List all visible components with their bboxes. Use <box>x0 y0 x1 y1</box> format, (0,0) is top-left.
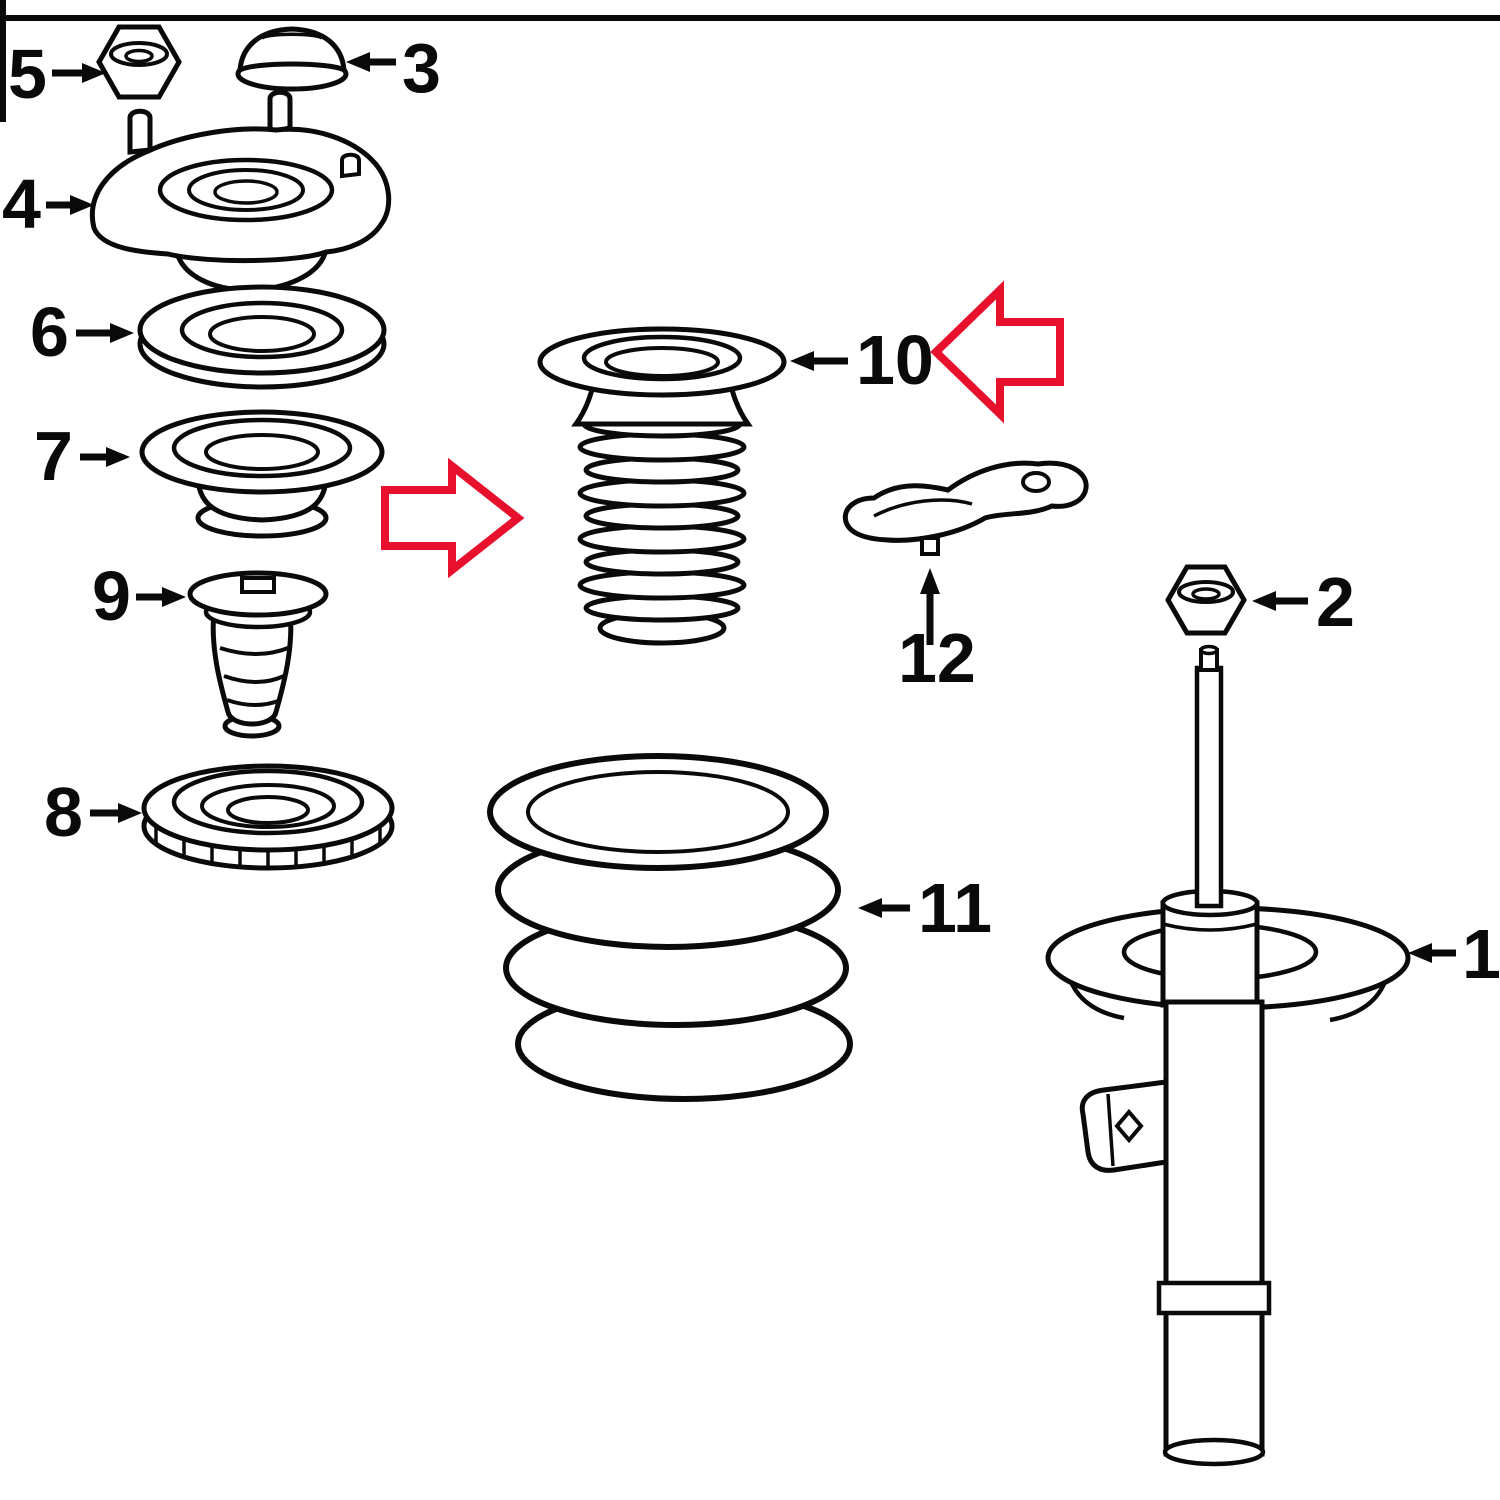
callout-arrow-12 <box>920 568 940 594</box>
part-11-coil-spring <box>487 753 853 1102</box>
callout-label-4: 4 <box>2 165 41 243</box>
strut-collar-ring <box>1156 1280 1272 1316</box>
mount-stud <box>127 108 153 155</box>
callout-2: 2 <box>1252 563 1355 641</box>
callout-4: 4 <box>2 165 94 243</box>
part-2-hex-nut <box>1165 564 1247 636</box>
callout-arrow-11 <box>858 898 882 918</box>
callout-arrow-10 <box>790 351 814 371</box>
red-arrow-pointing-left-icon <box>930 280 1064 424</box>
callout-12: 12 <box>898 568 976 697</box>
part-10-dust-boot <box>537 326 787 646</box>
strut-piston-rod <box>1194 665 1224 909</box>
callout-arrow-2 <box>1252 591 1276 611</box>
callout-label-6: 6 <box>30 293 69 371</box>
bump-stop-slot <box>240 576 276 594</box>
callout-arrow-6 <box>110 323 134 343</box>
bracket-hole <box>1021 471 1051 493</box>
mount-stud <box>267 89 293 136</box>
part-9-bump-stop <box>187 570 329 739</box>
part-4-upper-strut-mount <box>90 89 392 293</box>
callout-10: 10 <box>790 321 934 399</box>
callout-5: 5 <box>8 35 106 113</box>
callout-6: 6 <box>30 293 134 371</box>
callout-9: 9 <box>92 557 186 635</box>
callout-label-11: 11 <box>918 869 992 947</box>
strut-bracket-hole <box>1114 1108 1144 1144</box>
part-5-hex-nut <box>96 24 182 100</box>
callout-label-8: 8 <box>44 773 83 851</box>
callout-label-10: 10 <box>856 321 934 399</box>
part-8-spring-seat-plate <box>141 763 395 871</box>
callout-label-9: 9 <box>92 557 131 635</box>
callout-11: 11 <box>858 869 992 947</box>
callout-label-5: 5 <box>8 35 47 113</box>
callout-label-12: 12 <box>898 619 976 697</box>
callout-arrow-3 <box>346 52 370 72</box>
callout-1: 1 <box>1408 915 1500 993</box>
callout-arrow-1 <box>1408 943 1432 963</box>
part-6-mount-bearing <box>137 284 387 390</box>
callout-arrow-4 <box>70 195 94 215</box>
red-arrow-pointing-right-icon <box>381 457 525 579</box>
callout-3: 3 <box>346 29 441 107</box>
mount-bolt <box>340 152 361 179</box>
callout-label-2: 2 <box>1316 563 1355 641</box>
seat-plate-hatching <box>154 824 382 868</box>
frame-border <box>0 0 1500 122</box>
callout-arrow-9 <box>162 587 186 607</box>
callout-arrow-8 <box>118 803 142 823</box>
part-12-mount-bracket <box>842 460 1089 556</box>
part-1-strut-shock-absorber <box>1045 644 1411 1467</box>
part-3-mount-cap <box>235 26 349 92</box>
callout-arrow-5 <box>82 63 106 83</box>
callout-7: 7 <box>34 417 130 495</box>
bracket-tab <box>920 536 940 556</box>
part-7-upper-spring-seat <box>139 409 385 539</box>
callout-arrow-7 <box>106 447 130 467</box>
callout-label-7: 7 <box>34 417 73 495</box>
callout-8: 8 <box>44 773 142 851</box>
callout-label-1: 1 <box>1462 915 1500 993</box>
callout-label-3: 3 <box>402 29 441 107</box>
strut-body <box>1163 999 1265 1457</box>
strut-upper-housing <box>1160 900 1260 1008</box>
